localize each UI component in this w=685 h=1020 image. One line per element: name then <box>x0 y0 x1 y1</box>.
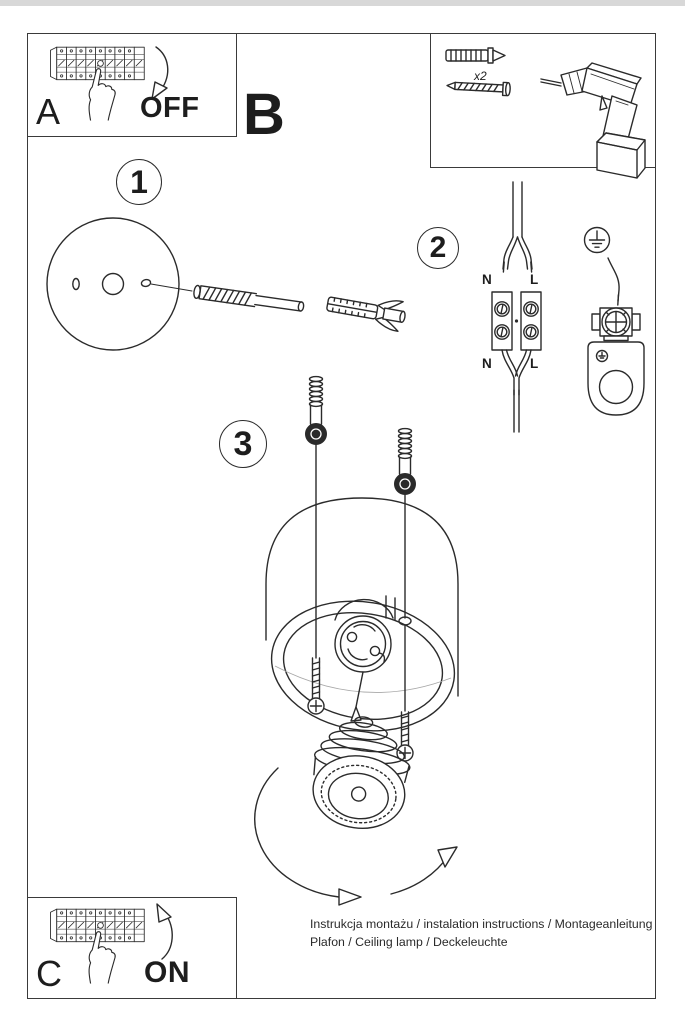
off-label: OFF <box>140 92 200 124</box>
step-2-ground-illustration <box>583 226 645 416</box>
earth-symbol-icon <box>583 226 611 254</box>
drill-icon <box>540 62 646 179</box>
step-1-number: 1 <box>130 163 148 200</box>
wire-label-l-top: L <box>530 272 538 287</box>
step-3-lamp-illustration <box>254 375 459 906</box>
alignment-line <box>355 671 364 708</box>
step-2-number: 2 <box>429 231 447 264</box>
panel-a-label: A <box>36 91 61 132</box>
mounting-screw-icon <box>394 427 416 712</box>
panel-a-power-off: A OFF <box>27 33 237 137</box>
gu10-bulb-icon <box>312 716 411 829</box>
step-2-badge: 2 <box>417 227 459 269</box>
power-off-illustration <box>48 45 169 121</box>
screw-terminal <box>494 301 539 340</box>
wire-label-n-bottom: N <box>482 356 492 371</box>
mounting-screw-icon <box>305 375 327 659</box>
leader-line <box>150 283 193 292</box>
rotation-arrow-icon <box>254 767 458 906</box>
step-3-number: 3 <box>233 424 253 463</box>
section-b-label: B <box>243 82 285 147</box>
step-1-illustration <box>46 217 406 351</box>
power-on-illustration <box>48 903 173 984</box>
mounting-plate-icon <box>46 217 180 351</box>
footer-text: Instrukcja montażu / instalation instruc… <box>310 916 655 951</box>
tools-illustration: x2 <box>445 47 646 179</box>
power-cable-icon <box>502 181 533 273</box>
arrow-down-icon <box>151 46 169 100</box>
wire-label-n-top: N <box>482 272 492 287</box>
step-1-badge: 1 <box>116 159 162 205</box>
ground-wire-icon <box>607 257 620 306</box>
panel-c-power-on: C ON <box>27 897 237 999</box>
step-2-wiring-illustration: N L N L <box>482 181 542 433</box>
screw-icon <box>446 81 511 97</box>
required-tools-box: x2 <box>430 33 656 179</box>
wall-anchor-icon <box>326 296 406 332</box>
inner-screw-icon <box>307 657 325 715</box>
scan-edge-artifact <box>0 0 685 6</box>
terminal-block-icon <box>491 291 542 351</box>
power-cable-icon <box>501 349 532 433</box>
inner-screw-icon <box>396 711 414 762</box>
page-frame <box>27 33 656 999</box>
footer-line-2: Plafon / Ceiling lamp / Deckeleuchte <box>310 934 508 949</box>
ground-terminal-icon <box>591 307 641 342</box>
panel-c-label: C <box>36 953 62 994</box>
arrow-up-icon <box>156 903 173 960</box>
step-3-badge: 3 <box>219 420 267 468</box>
footer-line-1: Instrukcja montażu / instalation instruc… <box>310 917 653 931</box>
mounting-bracket-icon <box>587 341 645 416</box>
on-label: ON <box>144 956 190 989</box>
screw-icon <box>193 284 305 312</box>
gu10-socket-icon <box>334 595 396 673</box>
wall-anchor-icon <box>445 47 506 64</box>
anchor-quantity-label: x2 <box>473 69 487 83</box>
wire-label-l-bottom: L <box>530 356 538 371</box>
